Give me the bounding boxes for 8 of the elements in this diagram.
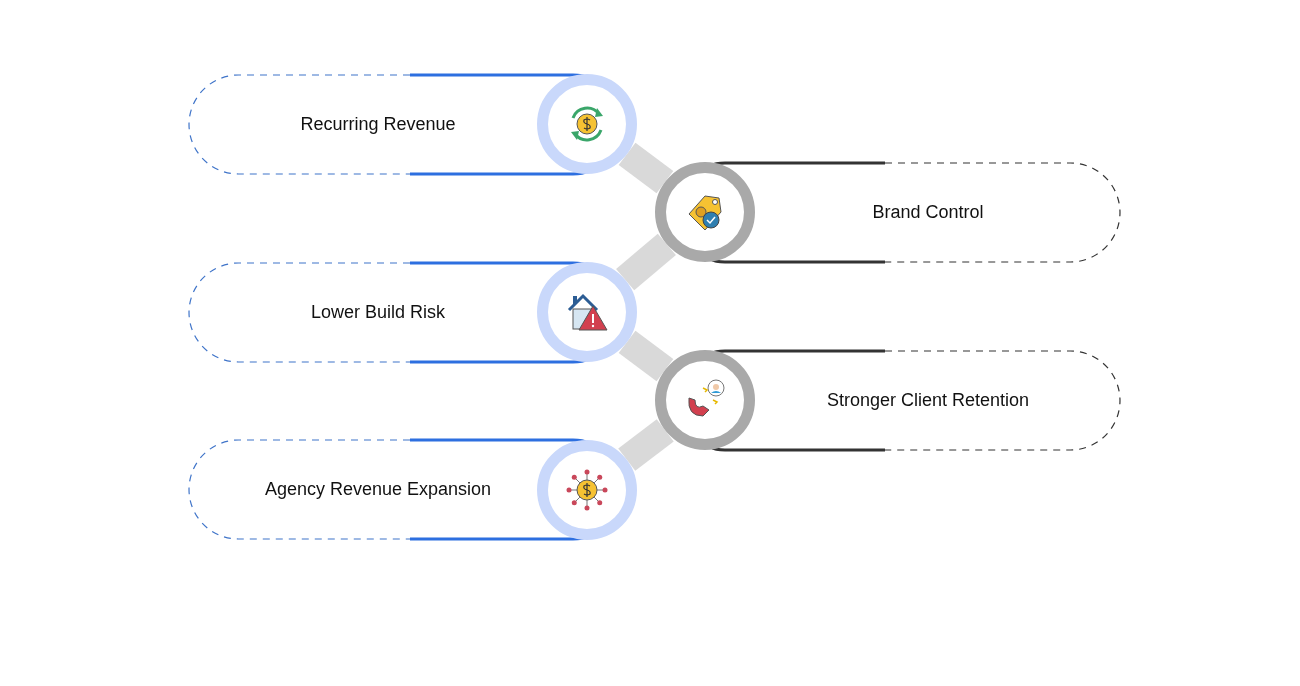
item-label: Agency Revenue Expansion — [264, 478, 492, 501]
item-label: Stronger Client Retention — [826, 389, 1030, 412]
connector-band — [618, 142, 674, 194]
item-label: Brand Control — [872, 201, 984, 224]
connector-band — [618, 330, 674, 382]
connector-band — [618, 419, 674, 471]
item-label: Recurring Revenue — [300, 113, 456, 136]
item-label: Lower Build Risk — [310, 301, 446, 324]
